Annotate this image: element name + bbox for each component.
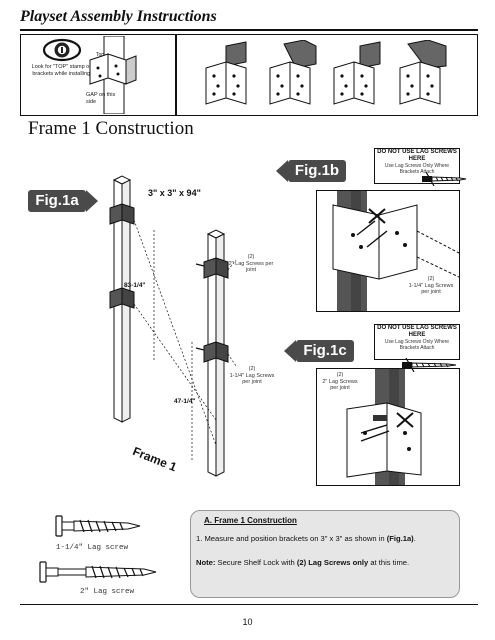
- left-top-bracket: [109, 203, 135, 225]
- long-lag-screw-icon: [39, 561, 157, 583]
- instruction-step-1: 1. Measure and position brackets on 3" x…: [196, 534, 456, 544]
- fig1a-arrow-icon: [86, 190, 98, 212]
- fig1c-warn-title: DO NOT USE LAG SCREWS HERE: [377, 325, 457, 338]
- fig1a-posts-diagram: [109, 175, 237, 477]
- fig1c-note: (2) 2" Lag Screws per joint: [320, 372, 360, 392]
- fig1b-frame: [316, 190, 460, 312]
- fig1b-label: Fig.1b: [288, 160, 346, 182]
- dim-long-label: 83-1/4": [124, 282, 146, 289]
- fig1c-arrow-icon: [284, 340, 296, 362]
- bracket-2: [269, 40, 317, 105]
- bracket-3: [333, 41, 381, 105]
- fig1b-bracket-diagram: [332, 191, 459, 311]
- right-top-bracket: [203, 257, 229, 279]
- fig1c-warning: DO NOT USE LAG SCREWS HERE Use Lag Screw…: [374, 324, 460, 360]
- bracket-1: [205, 41, 247, 105]
- bracket-4: [399, 40, 447, 105]
- step1-prefix: 1. Measure and position brackets on 3" x…: [196, 534, 387, 543]
- fig1b-arrow-icon: [276, 160, 288, 182]
- page-number: 10: [242, 617, 253, 627]
- fig1b-note-qty: (2): [427, 276, 435, 282]
- short-lag-screw-label: 1-1/4" Lag screw: [56, 544, 129, 552]
- fig1c-label: Fig.1c: [296, 340, 354, 362]
- dim-short-label: 47-1/4": [174, 398, 196, 405]
- bracket-types-illustration: [205, 40, 447, 105]
- instruction-note: Note: Secure Shelf Lock with (2) Lag Scr…: [196, 558, 456, 568]
- fig1c-warn-sub: Use Lag Screws Only Where Brackets Attac…: [384, 339, 450, 351]
- fig1b-screw-icon: [422, 172, 467, 186]
- instructions-heading: A. Frame 1 Construction: [204, 516, 297, 525]
- post-size-label: 3" x 3" x 94": [148, 188, 201, 198]
- instructions-panel: [190, 510, 460, 598]
- fig1c-note-qty: (2): [336, 372, 344, 378]
- page-header-title: Playset Assembly Instructions: [20, 8, 217, 25]
- long-lag-screw-label: 2" Lag screw: [80, 588, 135, 596]
- short-lag-screw-icon: [55, 515, 141, 537]
- right-mid-bracket: [203, 341, 229, 363]
- note-post: at this time.: [368, 558, 410, 567]
- fig1c-screw-icon: [402, 358, 457, 372]
- section-title: Frame 1 Construction: [28, 118, 194, 139]
- left-mid-bracket: [109, 287, 135, 309]
- fig1b-warn-sub: Use Lag Screws Only Where Brackets Attac…: [384, 163, 450, 175]
- fig1a-lag2-text: 2" Lag Screws per joint: [228, 260, 274, 274]
- step1-ref: (Fig.1a): [386, 534, 414, 543]
- eye-note: Look for "TOP" stamp on brackets while i…: [31, 64, 93, 77]
- fig1a-lag114-note: (2) 1-1/4" Lag Screws per joint: [226, 366, 278, 386]
- fig1c-note-text: 2" Lag Screws per joint: [322, 378, 358, 392]
- footer-rule: [20, 604, 478, 605]
- bracket-on-post-illustration: [89, 36, 137, 114]
- note-label: Note:: [196, 558, 216, 567]
- fig1b-note-text: 1-1/4" Lag Screws per joint: [408, 282, 454, 296]
- note-bold: (2) Lag Screws only: [296, 558, 369, 567]
- bracket-top-stamp: Top: [96, 52, 105, 58]
- bracket-info-panel: [20, 34, 478, 116]
- fig1a-lag2-note: (2) 2" Lag Screws per joint: [226, 254, 276, 274]
- fig1a-label: Fig.1a: [28, 190, 86, 212]
- fig1a-lag114-qty: (2): [248, 366, 256, 372]
- eye-icon: [42, 38, 82, 62]
- fig1a-lag114-text: 1-1/4" Lag Screws per joint: [229, 372, 275, 386]
- fig1b-warn-title: DO NOT USE LAG SCREWS HERE: [377, 149, 457, 162]
- header-rule: [20, 29, 478, 31]
- fig1b-note: (2) 1-1/4" Lag Screws per joint: [408, 276, 454, 296]
- fig1c-bracket-diagram: [346, 369, 422, 485]
- fig1a-lag2-qty: (2): [247, 254, 255, 260]
- panel-divider: [175, 34, 177, 116]
- fig1c-frame: [316, 368, 460, 486]
- note-pre: Secure Shelf Lock with: [215, 558, 297, 567]
- gap-note: GAP on this side: [86, 92, 116, 105]
- step1-suffix: .: [413, 534, 416, 543]
